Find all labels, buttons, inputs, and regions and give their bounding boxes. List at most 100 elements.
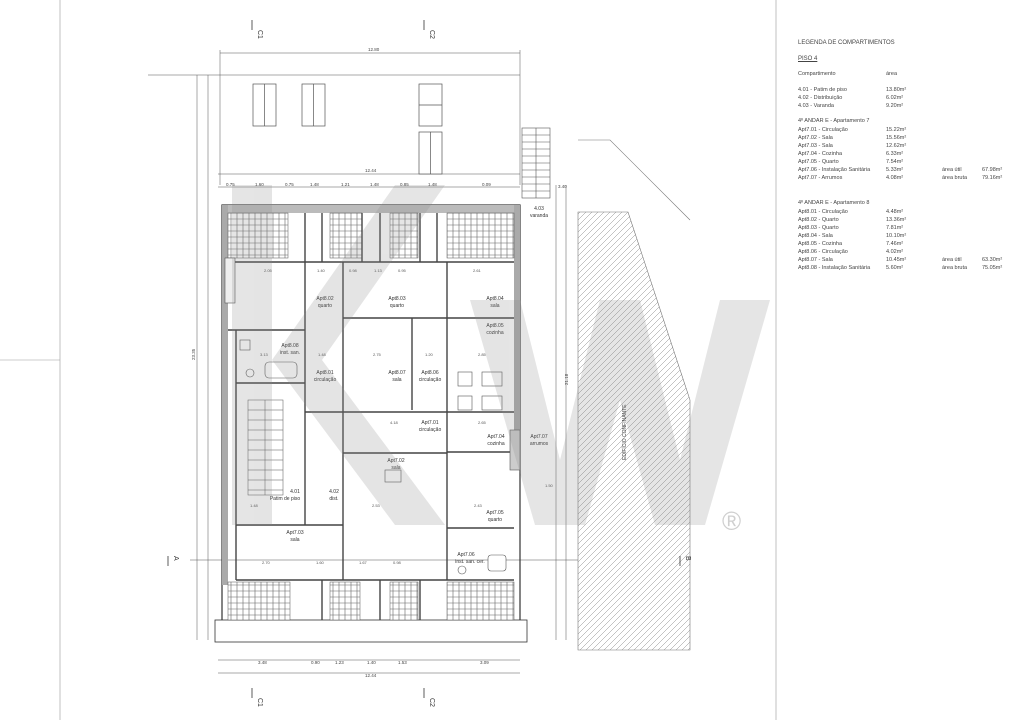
- kw-watermark: [232, 185, 770, 525]
- inner-dim: 1.48: [318, 352, 327, 357]
- inner-dim: 2.75: [373, 352, 382, 357]
- room-apt8-08-id: Apt8.08: [281, 343, 298, 349]
- legend-area: 15.56m²: [886, 135, 907, 141]
- room-labels: Apt8.02 quarto Apt8.03 quarto Apt8.04 sa…: [270, 206, 549, 565]
- dimension-lines: [148, 50, 690, 674]
- legend-item: 4.01 - Patim de piso: [798, 87, 847, 93]
- legend-total-value: 63.30m²: [982, 257, 1003, 263]
- room-apt7-06-id: Apt7.06: [457, 552, 474, 558]
- inner-dim: 1.60: [316, 560, 325, 565]
- legend-total-label: área bruta: [942, 265, 968, 271]
- inner-dim: 2.61: [473, 268, 482, 273]
- room-apt8-02-id: Apt8.02: [316, 296, 333, 302]
- legend-total-value: 79.16m²: [982, 175, 1003, 181]
- room-4-02-name: dist.: [329, 496, 338, 502]
- legend-area: 6.33m²: [886, 151, 904, 157]
- dim-top-seg: 1.21: [341, 182, 350, 187]
- room-apt8-05-id: Apt8.05: [486, 323, 503, 329]
- legend-item: Apt7.02 - Sala: [798, 135, 833, 141]
- legend-area: 5.60m²: [886, 265, 904, 271]
- room-apt8-06-id: Apt8.06: [421, 370, 438, 376]
- inner-dim: 4.18: [390, 420, 399, 425]
- legend-item: Apt8.07 - Sala: [798, 257, 833, 263]
- sheet-frame: [0, 0, 777, 720]
- room-apt7-04-name: cozinha: [487, 441, 504, 447]
- registered-mark: ®: [722, 506, 741, 536]
- legend-area: 10.45m²: [886, 257, 907, 263]
- legend-area: 7.54m²: [886, 159, 904, 165]
- room-apt8-01-id: Apt8.01: [316, 370, 333, 376]
- legend-area: 10.10m²: [886, 233, 907, 239]
- hatched-zones: [227, 212, 515, 621]
- dim-bottom-seg: 3.09: [480, 660, 489, 665]
- room-apt7-01-id: Apt7.01: [421, 420, 438, 426]
- room-apt8-02-name: quarto: [318, 303, 332, 309]
- legend-floor: PISO 4: [798, 56, 818, 62]
- inner-dim: 1.40: [317, 268, 326, 273]
- inner-dim: 2.70: [262, 560, 271, 565]
- legend-item: Apt7.05 - Quarto: [798, 159, 839, 165]
- inner-dim: 3.13: [260, 352, 269, 357]
- legend-item: Apt7.06 - Instalação Sanitária: [798, 167, 871, 173]
- legend-area: 13.80m²: [886, 87, 907, 93]
- room-4-03-id: 4.03: [534, 206, 544, 212]
- upper-facade: [252, 83, 443, 175]
- room-apt8-04-id: Apt8.04: [486, 296, 503, 302]
- neighbour-label: EDIFÍCIO CONFINANTE: [621, 404, 628, 460]
- legend-apt8-title: 4º ANDAR E - Apartamento 8: [798, 200, 870, 206]
- room-apt8-08-name: inst. san.: [280, 350, 300, 356]
- legend-item: Apt8.03 - Quarto: [798, 225, 839, 231]
- room-apt7-02-id: Apt7.02: [387, 458, 404, 464]
- legend-item: Apt7.01 - Circulação: [798, 127, 848, 133]
- stairwell: [247, 399, 284, 496]
- legend-area: 7.81m²: [886, 225, 904, 231]
- dim-top-seg: 1.60: [255, 182, 264, 187]
- dim-top-seg: 0.75: [285, 182, 294, 187]
- legend-total-label: área útil: [942, 167, 962, 173]
- dim-top-seg: 1.48: [428, 182, 437, 187]
- legend-title: LEGENDA DE COMPARTIMENTOS: [798, 40, 895, 46]
- dim-top-seg: 1.48: [310, 182, 319, 187]
- room-apt7-03-id: Apt7.03: [286, 530, 303, 536]
- legend-area: 13.36m²: [886, 217, 907, 223]
- dim-right-total: 21.18: [564, 373, 569, 385]
- room-4-03-name: varanda: [530, 213, 548, 219]
- inner-dim: 2.43: [474, 503, 483, 508]
- legend-area: 4.02m²: [886, 249, 904, 255]
- inner-dim: 0.95: [398, 268, 407, 273]
- section-mark-c1-top: C1: [256, 30, 263, 39]
- legend-apt7-title: 4º ANDAR E - Apartamento 7: [798, 118, 870, 124]
- legend-item: Apt7.04 - Cozinha: [798, 151, 843, 157]
- dim-bottom-seg: 1.23: [335, 660, 344, 665]
- dim-top-seg: 0.09: [482, 182, 491, 187]
- room-4-01-name: Patim de piso: [270, 496, 301, 502]
- room-apt7-07-id: Apt7.07: [530, 434, 547, 440]
- legend-item: Apt8.01 - Circulação: [798, 209, 848, 215]
- inner-dim: 2.53: [372, 503, 381, 508]
- inner-dim: 1.20: [425, 352, 434, 357]
- legend-item: 4.03 - Varanda: [798, 103, 834, 109]
- legend-area: 12.62m²: [886, 143, 907, 149]
- room-apt7-06-name: inst. san. cer.: [455, 559, 484, 565]
- inner-dim: 1.67: [359, 560, 368, 565]
- legend-area: 7.46m²: [886, 241, 904, 247]
- legend-item: 4.02 - Distribuição: [798, 95, 843, 101]
- legend-area: 9.20m²: [886, 103, 904, 109]
- inner-dim: 2.65: [478, 420, 487, 425]
- dim-top-seg: 0.75: [226, 182, 235, 187]
- legend-item: Apt8.02 - Quarto: [798, 217, 839, 223]
- inner-dim: 0.98: [393, 560, 402, 565]
- inner-dim: 2.05: [264, 268, 273, 273]
- legend-item: Apt8.08 - Instalação Sanitária: [798, 265, 871, 271]
- room-apt8-06-name: circulação: [419, 377, 442, 383]
- dimension-texts: 12.80 12.44 0.75 1.60 0.75 1.48 1.21 1.4…: [191, 47, 569, 678]
- room-apt8-03-name: quarto: [390, 303, 404, 309]
- dim-bottom-seg: 1.53: [398, 660, 407, 665]
- section-markers: [167, 20, 681, 698]
- room-4-02-id: 4.02: [329, 489, 339, 495]
- room-apt8-01-name: circulação: [314, 377, 337, 383]
- dim-bottom-seg: 3.48: [258, 660, 267, 665]
- dim-top-seg: 0.85: [400, 182, 409, 187]
- exterior-ladder: [521, 127, 551, 199]
